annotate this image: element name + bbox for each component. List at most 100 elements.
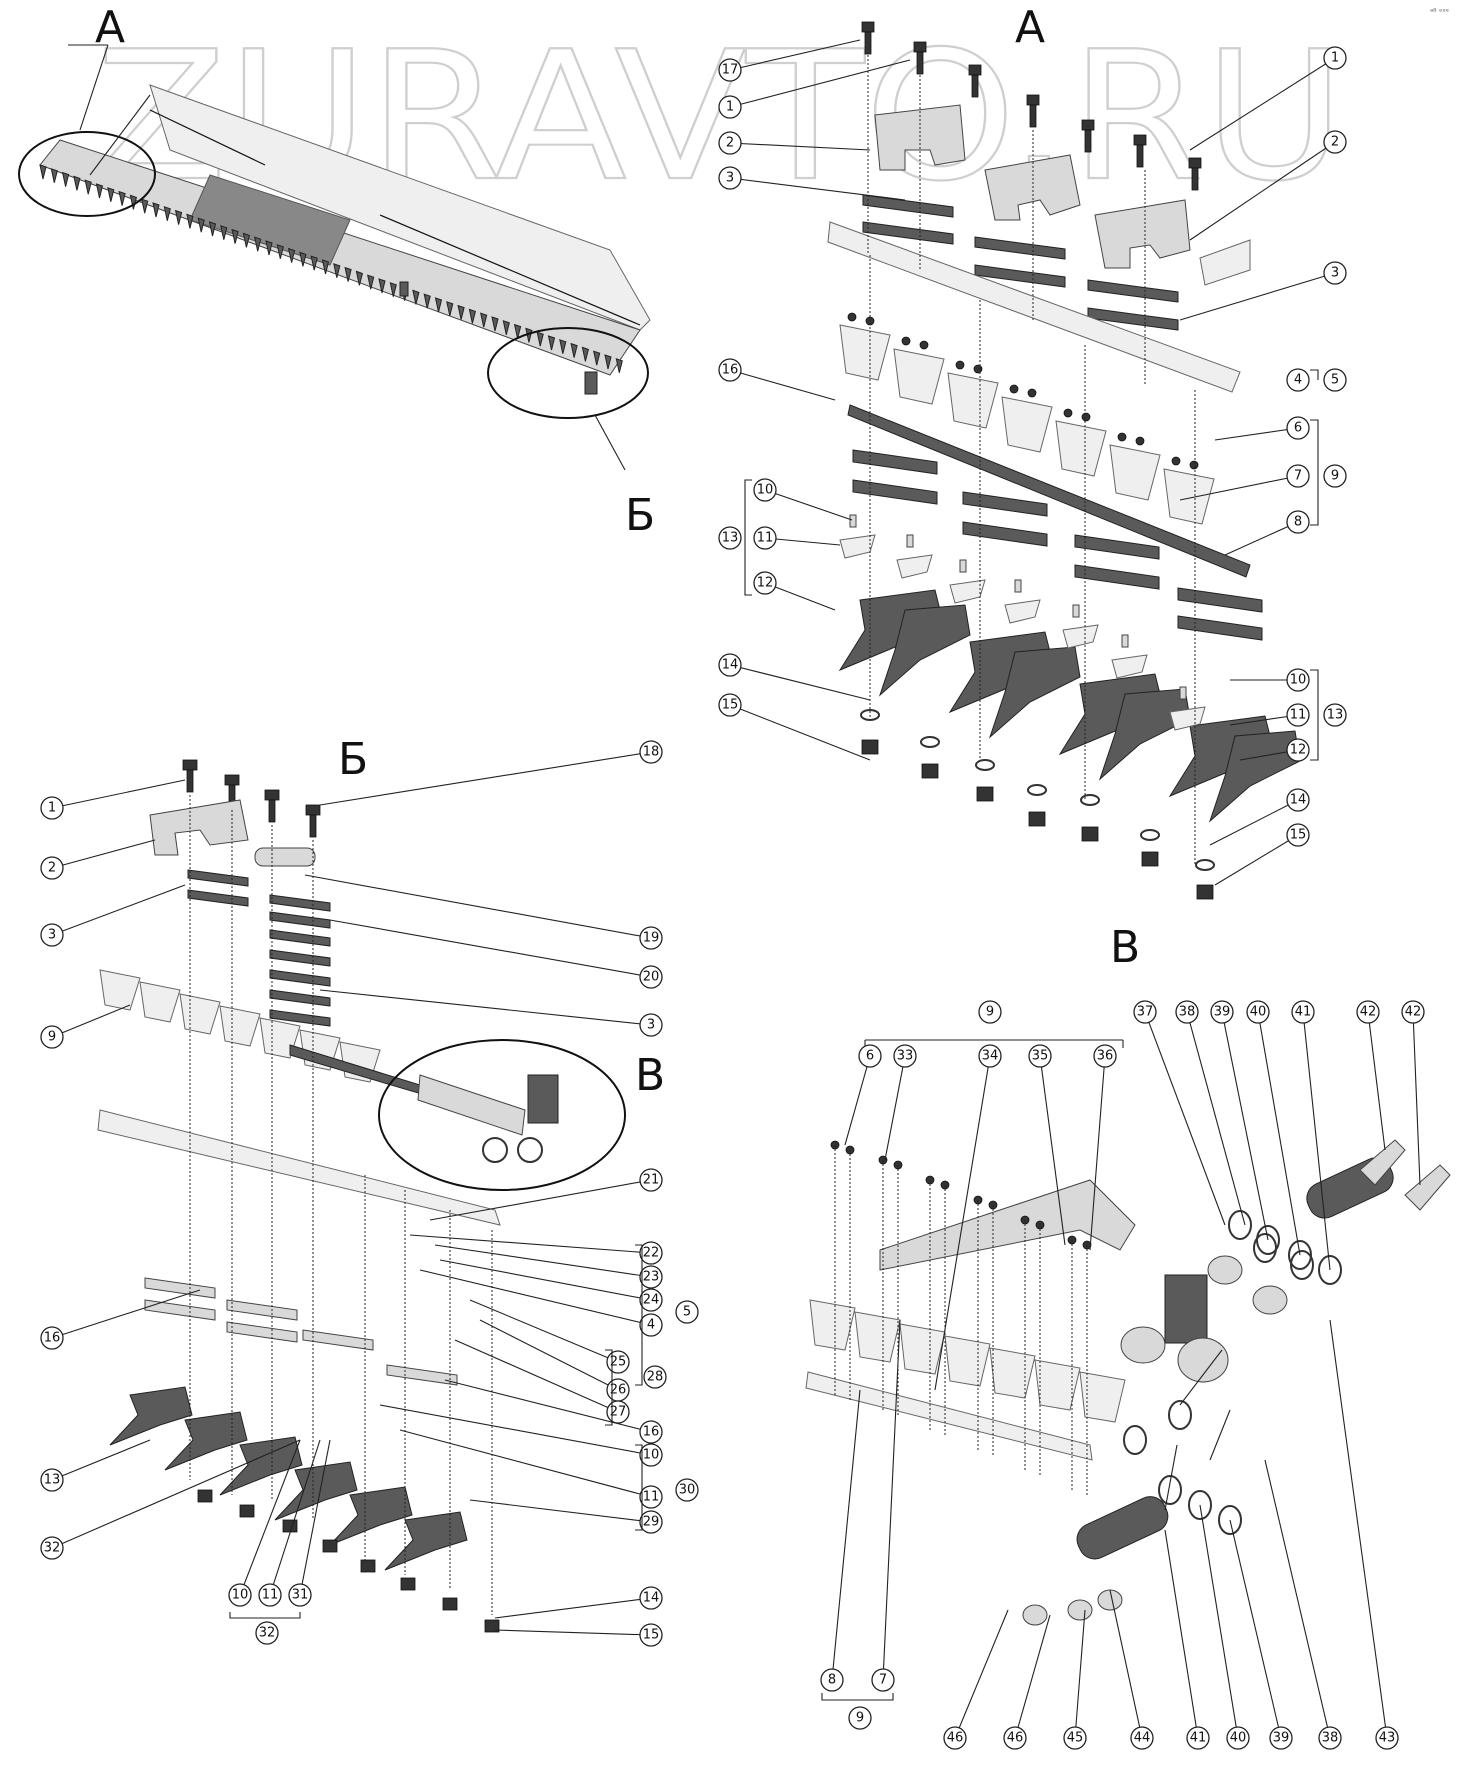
leader-line — [434, 1244, 652, 1278]
callout-A-14: 14 — [1286, 788, 1310, 812]
knife-section — [179, 993, 221, 1035]
overview-tooth — [480, 312, 488, 328]
callout-circle — [978, 1000, 1002, 1024]
callout-B-14: 14 — [639, 1586, 663, 1610]
callout-V-34: 34 — [978, 1044, 1002, 1068]
callout-V-35: 35 — [1028, 1044, 1052, 1068]
rivet — [1063, 408, 1073, 418]
detail-V-label: В — [1110, 922, 1140, 973]
callout-number: 12 — [757, 576, 774, 591]
callout-number: 10 — [757, 483, 774, 498]
leader-line — [444, 1379, 652, 1433]
callout-B-23: 23 — [639, 1265, 663, 1289]
callout-V-8: 8 — [820, 1668, 844, 1692]
nut — [921, 763, 939, 779]
knife-back-bar — [847, 404, 1251, 578]
plate — [1111, 654, 1148, 679]
callout-circle — [1375, 1726, 1399, 1750]
overview-tooth — [367, 274, 375, 290]
callout-number: 35 — [1032, 1049, 1049, 1064]
callout-B-2: 2 — [40, 856, 64, 880]
leader-line — [469, 1299, 619, 1363]
bolt-shank — [916, 51, 924, 75]
overview-header-assembly: А Б — [18, 2, 655, 541]
callout-circle — [1093, 1044, 1117, 1068]
callout-B-15: 15 — [639, 1623, 663, 1647]
group-bracket — [605, 1349, 613, 1426]
callout-circle — [978, 1044, 1002, 1068]
ring — [1290, 1250, 1314, 1280]
guard-finger — [274, 1461, 358, 1521]
leader-line — [51, 1289, 201, 1339]
knife-section — [809, 1299, 856, 1351]
callout-V-46: 46 — [943, 1726, 967, 1750]
bolt-shank — [1191, 167, 1199, 191]
leader-line — [409, 1234, 652, 1254]
callout-A-10: 10 — [1286, 668, 1310, 692]
callout-circle — [1291, 1000, 1315, 1024]
finger-shim — [1177, 615, 1263, 641]
bushing — [1097, 1589, 1123, 1611]
shim — [269, 1009, 331, 1027]
leader-line — [239, 1439, 301, 1596]
callout-number: 2 — [1331, 135, 1339, 150]
callout-A-3: 3 — [1323, 261, 1347, 285]
nut — [322, 1539, 338, 1553]
overview-tooth — [536, 331, 544, 347]
callout-number: 1 — [1331, 51, 1339, 66]
callout-A-2: 2 — [718, 131, 742, 155]
shim — [269, 989, 331, 1007]
callout-circle — [858, 1044, 882, 1068]
callout-number: 31 — [292, 1588, 309, 1603]
callout-number: 13 — [722, 531, 739, 546]
callout-circle — [1286, 788, 1310, 812]
callout-B-13: 13 — [40, 1468, 64, 1492]
callout-circle — [639, 1485, 663, 1509]
callout-number: 46 — [1007, 1731, 1024, 1746]
pin — [1404, 1164, 1451, 1211]
nut — [1141, 851, 1159, 867]
bushing — [1067, 1599, 1093, 1621]
shim — [974, 236, 1066, 260]
finger-shim — [852, 479, 938, 505]
shim — [187, 869, 249, 887]
callout-circle — [643, 1365, 667, 1389]
callout-A-16: 16 — [718, 358, 742, 382]
callout-circle — [40, 856, 64, 880]
overview-tooth — [344, 266, 352, 282]
knife-section — [1001, 396, 1053, 453]
callout-number: 1 — [48, 801, 56, 816]
callout-V-37: 37 — [1133, 1000, 1157, 1024]
overview-tooth — [197, 217, 205, 233]
shim — [187, 889, 249, 907]
knife-section — [139, 981, 181, 1023]
callout-number: 39 — [1273, 1731, 1290, 1746]
callout-V-41: 41 — [1186, 1726, 1210, 1750]
callout-V-45: 45 — [1063, 1726, 1087, 1750]
callout-circle — [639, 1288, 663, 1312]
leader-line — [1014, 1614, 1051, 1739]
knife-head-block — [1164, 1274, 1208, 1344]
link-plate-bottom — [1076, 1496, 1169, 1560]
bolt-shank — [268, 799, 276, 823]
overview-tooth — [287, 247, 296, 263]
callout-circle — [40, 1468, 64, 1492]
detail-circle-B — [487, 327, 649, 419]
plate — [896, 554, 933, 579]
callout-number: 43 — [1379, 1731, 1396, 1746]
overview-tooth — [152, 202, 160, 218]
callout-B-30: 30 — [675, 1478, 699, 1502]
leader-line — [729, 704, 871, 761]
washer — [1195, 859, 1215, 871]
callout-V-36: 36 — [1093, 1044, 1117, 1068]
callout-B-32: 32 — [255, 1621, 279, 1645]
callout-circle — [1401, 1000, 1425, 1024]
detail-V-callout-label: В — [635, 1050, 665, 1101]
overview-tooth — [95, 183, 104, 199]
shim — [974, 264, 1066, 288]
overview-tooth — [457, 304, 465, 320]
callout-B-3: 3 — [40, 923, 64, 947]
callout-number: 13 — [1327, 708, 1344, 723]
callout-number: 7 — [879, 1673, 887, 1688]
callout-circle — [1286, 668, 1310, 692]
